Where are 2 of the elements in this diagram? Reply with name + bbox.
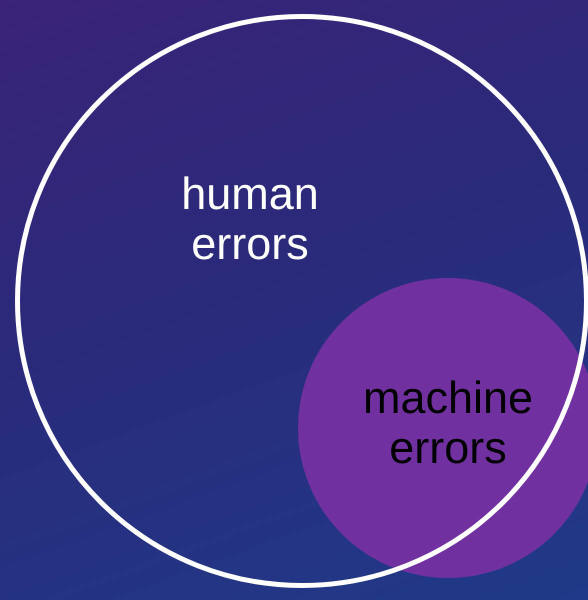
circle-label: human errors	[180, 169, 320, 269]
circle-label: machine errors	[362, 373, 534, 473]
